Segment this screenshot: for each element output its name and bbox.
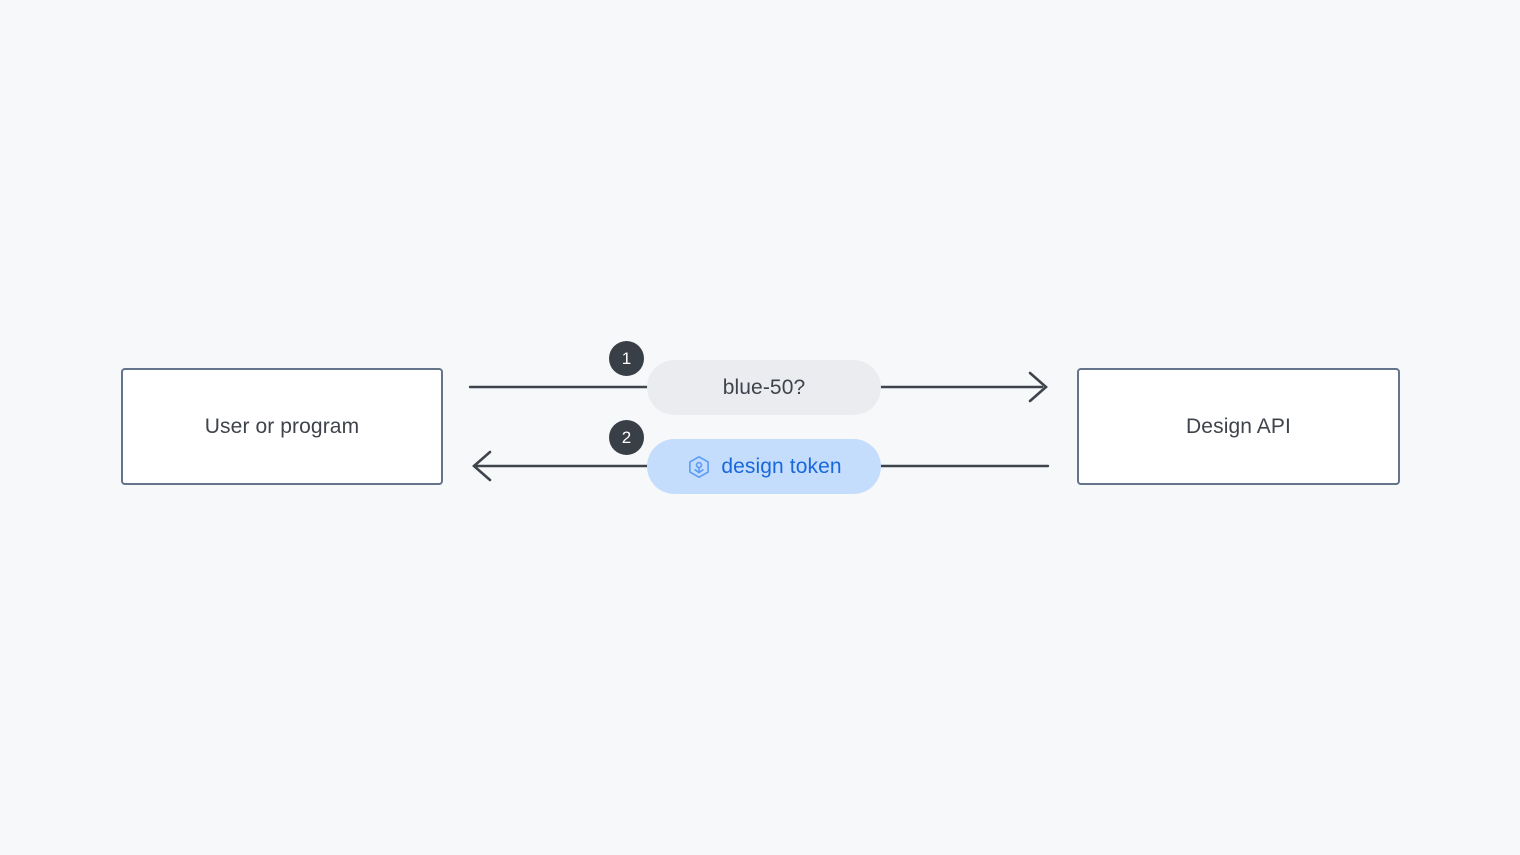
- edge-label-request[interactable]: blue-50?: [647, 360, 881, 415]
- step-badge-1-text: 1: [621, 348, 632, 368]
- node-user-or-program-label: User or program: [204, 414, 360, 438]
- response-arrowhead: [472, 450, 492, 482]
- node-user-or-program[interactable]: User or program: [121, 368, 443, 485]
- request-arrowhead: [1028, 371, 1048, 403]
- node-design-api[interactable]: Design API: [1077, 368, 1400, 485]
- cube-token-icon: [686, 454, 712, 480]
- step-badge-2: 2: [609, 420, 644, 455]
- node-design-api-label: Design API: [1186, 414, 1291, 438]
- edge-label-response[interactable]: design token: [647, 439, 881, 494]
- step-badge-2-text: 2: [621, 427, 632, 447]
- edge-label-request-text: blue-50?: [722, 375, 806, 399]
- edge-label-response-text: design token: [721, 454, 842, 478]
- step-badge-1: 1: [609, 341, 644, 376]
